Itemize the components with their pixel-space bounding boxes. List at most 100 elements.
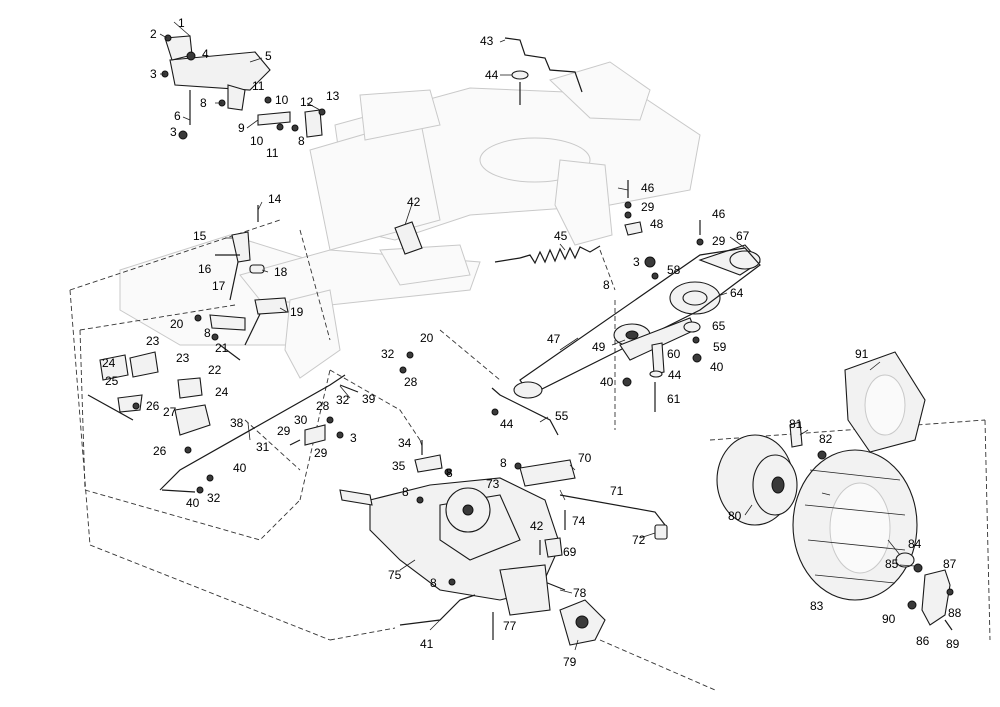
callout-42: 42 xyxy=(407,195,421,209)
callout-91: 91 xyxy=(855,347,869,361)
callout-1: 1 xyxy=(178,16,185,30)
callout-42: 42 xyxy=(530,519,544,533)
callout-40: 40 xyxy=(186,496,200,510)
callout-13: 13 xyxy=(326,89,340,103)
callout-61: 61 xyxy=(667,392,681,406)
callout-48: 48 xyxy=(650,217,664,231)
callout-8: 8 xyxy=(446,466,453,480)
spacer-spring-group xyxy=(394,221,601,265)
leader-lines xyxy=(159,21,916,651)
callout-19: 19 xyxy=(290,305,304,319)
callout-10: 10 xyxy=(250,134,264,148)
callout-27: 27 xyxy=(163,405,177,419)
callout-12: 12 xyxy=(300,95,314,109)
callout-28: 28 xyxy=(316,399,330,413)
callout-64: 64 xyxy=(730,286,744,300)
callout-44: 44 xyxy=(500,417,514,431)
callout-39: 39 xyxy=(362,392,376,406)
callout-81: 81 xyxy=(789,417,803,431)
callout-40: 40 xyxy=(233,461,247,475)
callout-87: 87 xyxy=(943,557,957,571)
wheel-group xyxy=(716,351,954,631)
callout-3: 3 xyxy=(170,125,177,139)
callout-70: 70 xyxy=(578,451,592,465)
callout-3: 3 xyxy=(150,67,157,81)
seat-platform-group xyxy=(161,34,326,140)
callout-21: 21 xyxy=(215,341,229,355)
callout-31: 31 xyxy=(256,440,270,454)
callout-67: 67 xyxy=(736,229,750,243)
callout-83: 83 xyxy=(810,599,824,613)
callout-32: 32 xyxy=(381,347,395,361)
callout-79: 79 xyxy=(563,655,577,669)
callout-10: 10 xyxy=(275,93,289,107)
callout-18: 18 xyxy=(274,265,288,279)
control-rod-group xyxy=(159,351,414,494)
callout-28: 28 xyxy=(404,375,418,389)
callout-85: 85 xyxy=(885,557,899,571)
callout-8: 8 xyxy=(402,485,409,499)
callout-30: 30 xyxy=(294,413,308,427)
callout-38: 38 xyxy=(230,416,244,430)
callout-22: 22 xyxy=(208,363,222,377)
callout-8: 8 xyxy=(204,326,211,340)
callout-labels: 1 2 3 3 4 5 6 8 9 10 10 11 11 12 13 8 14… xyxy=(102,16,962,669)
callout-40: 40 xyxy=(600,375,614,389)
callout-29: 29 xyxy=(712,234,726,248)
callout-4: 4 xyxy=(202,47,209,61)
callout-16: 16 xyxy=(198,262,212,276)
callout-15: 15 xyxy=(193,229,207,243)
pedal-group xyxy=(194,205,289,361)
callout-41: 41 xyxy=(420,637,434,651)
callout-35: 35 xyxy=(392,459,406,473)
callout-8: 8 xyxy=(200,96,207,110)
callout-84: 84 xyxy=(908,537,922,551)
callout-24: 24 xyxy=(102,356,116,370)
callout-65: 65 xyxy=(712,319,726,333)
callout-82: 82 xyxy=(819,432,833,446)
callout-3: 3 xyxy=(633,255,640,269)
callout-32: 32 xyxy=(207,491,221,505)
callout-43: 43 xyxy=(480,34,494,48)
callout-72: 72 xyxy=(632,533,646,547)
callout-60: 60 xyxy=(667,347,681,361)
callout-20: 20 xyxy=(420,331,434,345)
chassis-frame-ghost xyxy=(119,61,701,379)
callout-44: 44 xyxy=(668,368,682,382)
callout-46: 46 xyxy=(712,207,726,221)
callout-23: 23 xyxy=(176,351,190,365)
callout-75: 75 xyxy=(388,568,402,582)
callout-46: 46 xyxy=(641,181,655,195)
callout-17: 17 xyxy=(212,279,226,293)
callout-88: 88 xyxy=(948,606,962,620)
callout-6: 6 xyxy=(174,109,181,123)
callout-8: 8 xyxy=(298,134,305,148)
callout-44: 44 xyxy=(485,68,499,82)
transaxle-group xyxy=(339,440,668,646)
callout-11: 11 xyxy=(266,146,279,160)
callout-25: 25 xyxy=(105,374,119,388)
callout-80: 80 xyxy=(728,509,742,523)
callout-45: 45 xyxy=(554,229,568,243)
callout-59: 59 xyxy=(713,340,727,354)
callout-74: 74 xyxy=(572,514,586,528)
callout-71: 71 xyxy=(610,484,624,498)
callout-3: 3 xyxy=(350,431,357,445)
callout-26: 26 xyxy=(146,399,160,413)
callout-23: 23 xyxy=(146,334,160,348)
callout-20: 20 xyxy=(170,317,184,331)
callout-90: 90 xyxy=(882,612,896,626)
upper-rod-group xyxy=(504,37,583,105)
callout-29: 29 xyxy=(314,446,328,460)
callout-49: 49 xyxy=(592,340,606,354)
callout-32: 32 xyxy=(336,393,350,407)
callout-8: 8 xyxy=(430,576,437,590)
callout-47: 47 xyxy=(547,332,561,346)
callout-9: 9 xyxy=(238,121,245,135)
callout-89: 89 xyxy=(946,637,960,651)
pulley-belt-group xyxy=(491,180,761,436)
callout-8: 8 xyxy=(500,456,507,470)
callout-24: 24 xyxy=(215,385,229,399)
callout-86: 86 xyxy=(916,634,930,648)
